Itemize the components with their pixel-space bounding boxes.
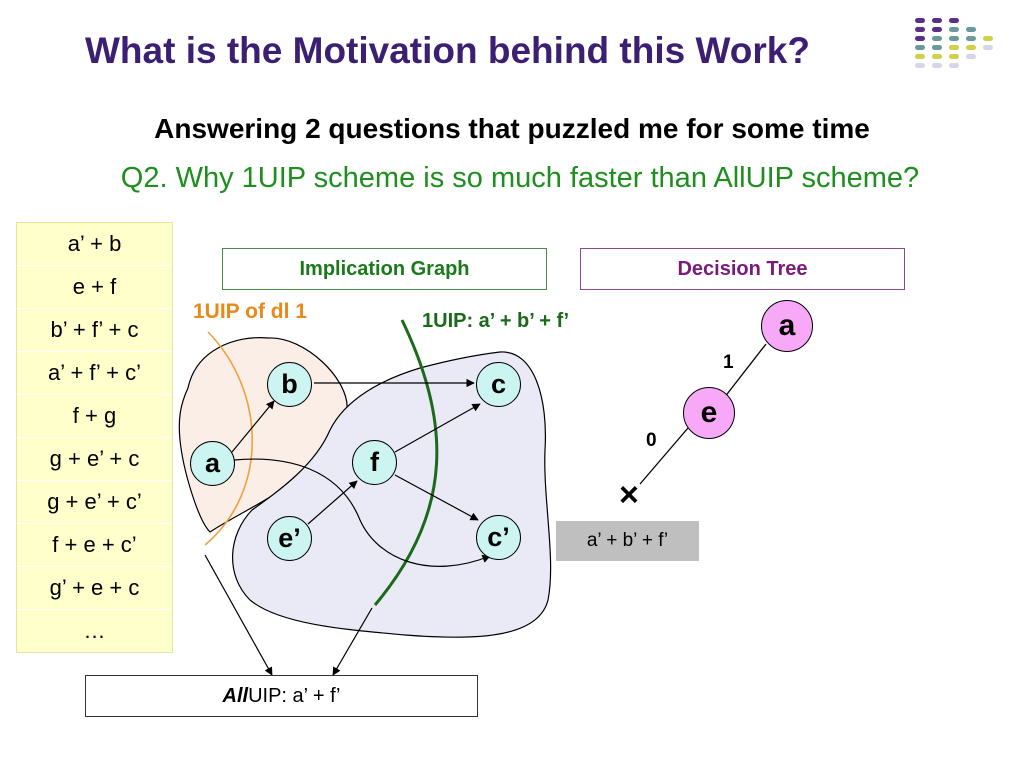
dt-edge-label-1: 1	[723, 352, 734, 373]
alluip-box: AllUIP: a’ + f’	[85, 675, 478, 717]
dt-edge-label-0: 0	[646, 430, 657, 451]
arrow-to-alluip-1	[204, 554, 273, 676]
edge-a-b	[231, 400, 275, 453]
edge-a-cneg	[233, 458, 491, 567]
node-f: f	[352, 440, 397, 485]
alluip-italic: All	[222, 685, 249, 707]
dots-logo-icon	[915, 18, 993, 68]
node-e-neg: e’	[267, 516, 312, 561]
cut-dl1-line	[204, 331, 253, 546]
clause-item: e + f	[17, 265, 172, 308]
dt-node-a: a	[761, 300, 813, 352]
cut-1uip-label: 1UIP: a’ + b’ + f’	[422, 310, 570, 332]
implication-graph-label: Implication Graph	[222, 248, 547, 290]
node-c: c	[476, 362, 521, 407]
edge-f-cneg	[394, 474, 479, 521]
slide-title: What is the Motivation behind this Work?	[85, 30, 810, 71]
edge-f-c	[394, 403, 481, 453]
conflict-cross-icon: ×	[619, 476, 639, 514]
node-a: a	[190, 441, 235, 486]
cut-dl1-label: 1UIP of dl 1	[193, 300, 307, 323]
arrow-to-alluip-2	[332, 607, 373, 676]
clause-item: g’ + e + c	[17, 566, 172, 609]
node-b: b	[267, 362, 312, 407]
clause-item: f + g	[17, 394, 172, 437]
edge-eneg-f	[307, 480, 358, 525]
node-c-neg: c’	[476, 515, 521, 560]
clause-item: g + e’ + c’	[17, 480, 172, 523]
region-dl2	[232, 351, 552, 638]
dt-edge-a-e	[723, 343, 767, 399]
clause-item: a’ + b	[67, 231, 122, 256]
cut-1uip-line	[373, 319, 439, 606]
clause-item: …	[17, 609, 172, 652]
question-text: Q2. Why 1UIP scheme is so much faster th…	[120, 162, 920, 194]
clause-item: b’ + f’ + c	[17, 308, 172, 351]
clause-item: a’ + f’ + c’	[17, 351, 172, 394]
slide-subtitle: Answering 2 questions that puzzled me fo…	[154, 113, 870, 144]
decision-tree-label: Decision Tree	[580, 248, 905, 290]
dt-edge-e-conflict	[639, 427, 689, 485]
alluip-rest: UIP: a’ + f’	[248, 685, 341, 707]
learned-clause-box: a’ + b’ + f’	[556, 521, 699, 561]
clause-item: f + e + c’	[17, 523, 172, 566]
dt-node-e: e	[683, 387, 735, 439]
clause-item: g + e’ + c	[17, 437, 172, 480]
